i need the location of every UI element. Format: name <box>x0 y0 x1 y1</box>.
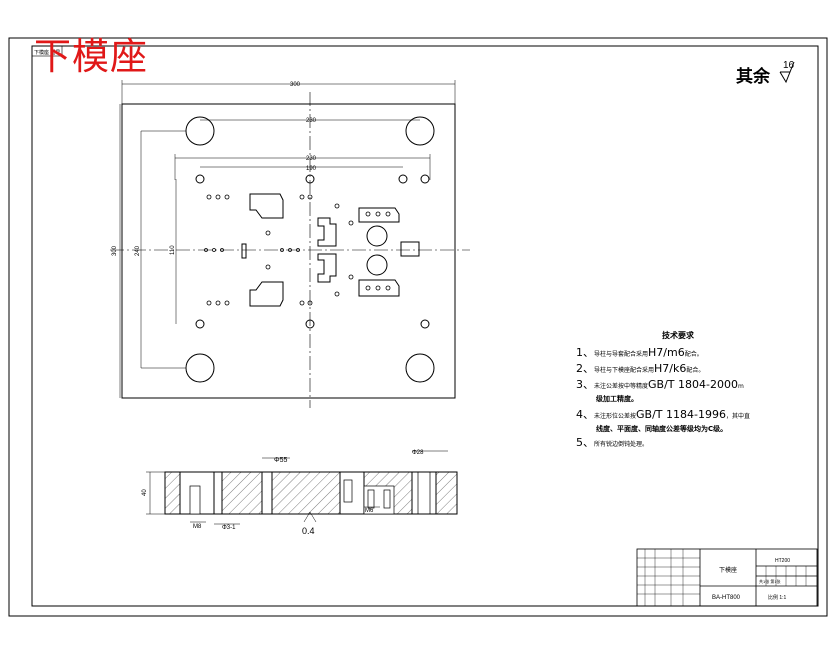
screw-hole <box>398 174 408 184</box>
square-opening <box>400 241 420 257</box>
slot <box>241 243 247 259</box>
screw-hole <box>420 174 430 184</box>
punch-opening-upper <box>317 217 337 247</box>
roughness-small: 0.4 <box>302 526 315 536</box>
screw-hole <box>305 319 315 329</box>
dim-overall-width: 300 <box>290 82 301 88</box>
tech-item-4-cont: 线度、平面度、同轴度公差等级均为C级。 <box>596 425 728 433</box>
section-through-hole <box>261 471 273 515</box>
guide-hole-bottom-right <box>405 353 435 383</box>
outer-border <box>8 37 828 617</box>
punch-opening-lower <box>317 253 337 283</box>
round-opening-lower <box>366 254 388 276</box>
guide-hole-top-left <box>185 116 215 146</box>
round-opening-upper <box>366 225 388 247</box>
remaining-roughness-label: 其余 <box>736 67 770 87</box>
screw-hole <box>420 319 430 329</box>
screw-hole <box>305 174 315 184</box>
plate-outline <box>121 103 456 399</box>
top-left-tag-box <box>31 45 63 57</box>
screw-hole <box>195 174 205 184</box>
dim-guide-span: 230 <box>306 118 317 124</box>
title-material: HT200 <box>775 558 790 564</box>
inner-border <box>31 45 819 607</box>
roughness-symbol-icon <box>779 61 795 84</box>
dim-hole-span-inner: 190 <box>306 166 317 172</box>
tech-requirements-title: 技术要求 <box>662 331 694 340</box>
title-block-frame <box>636 548 818 607</box>
roughness-value: 16 <box>783 60 795 71</box>
title-sheet: 共1张 第1张 <box>759 578 781 584</box>
blank-opening-upper <box>249 193 284 219</box>
dim-overall-height: 300 <box>112 245 118 256</box>
dim-counterbore: Φ28 <box>412 450 424 456</box>
tech-item-1: 1、导柱与导套配合采用H7/m6配合。 <box>576 346 703 359</box>
title-drawing-no: BA-HT800 <box>712 595 741 601</box>
blank-opening-lower <box>249 281 284 307</box>
dim-center-height: 110 <box>170 245 176 255</box>
guide-hole-bottom-left <box>185 353 215 383</box>
dimension-lines <box>119 80 456 398</box>
tech-item-3-cont: 级加工精度。 <box>596 395 638 403</box>
section-guide-hole-right <box>411 471 437 515</box>
title-part-name: 下模座 <box>719 566 737 574</box>
tech-item-5: 5、所有锐边倒钝处理。 <box>576 436 649 449</box>
tech-item-3: 3、未注公差按中等精度GB/T 1804-2000m <box>576 378 744 391</box>
tech-item-4: 4、未注形位公差按GB/T 1184-1996，其中直 <box>576 408 750 421</box>
section-guide-hole-left <box>213 471 223 515</box>
mount-block-lower <box>358 279 400 297</box>
screw-hole <box>195 319 205 329</box>
mount-block-upper <box>358 207 400 223</box>
dim-through-hole: Φ55 <box>274 457 287 464</box>
dim-thread-right: M6 <box>365 508 374 514</box>
pin-holes <box>204 194 354 306</box>
tech-item-2: 2、导柱与下模座配合采用H7/k6配合。 <box>576 362 705 375</box>
title-block <box>636 548 818 607</box>
section-view <box>146 450 458 525</box>
top-view <box>110 80 470 408</box>
title-scale: 比例 1:1 <box>768 594 787 601</box>
dim-thread-left: M8 <box>193 524 202 530</box>
dim-thickness: 40 <box>142 489 148 496</box>
dim-hole-span-outer: 230 <box>306 156 317 162</box>
dim-guide-span-vertical: 240 <box>135 245 141 256</box>
part-label: 下模座 <box>34 35 148 78</box>
guide-hole-top-right <box>405 116 435 146</box>
top-left-tag: 下模座 图号 <box>34 49 60 56</box>
dim-thread-left-depth: Φ3-1 <box>222 525 236 531</box>
